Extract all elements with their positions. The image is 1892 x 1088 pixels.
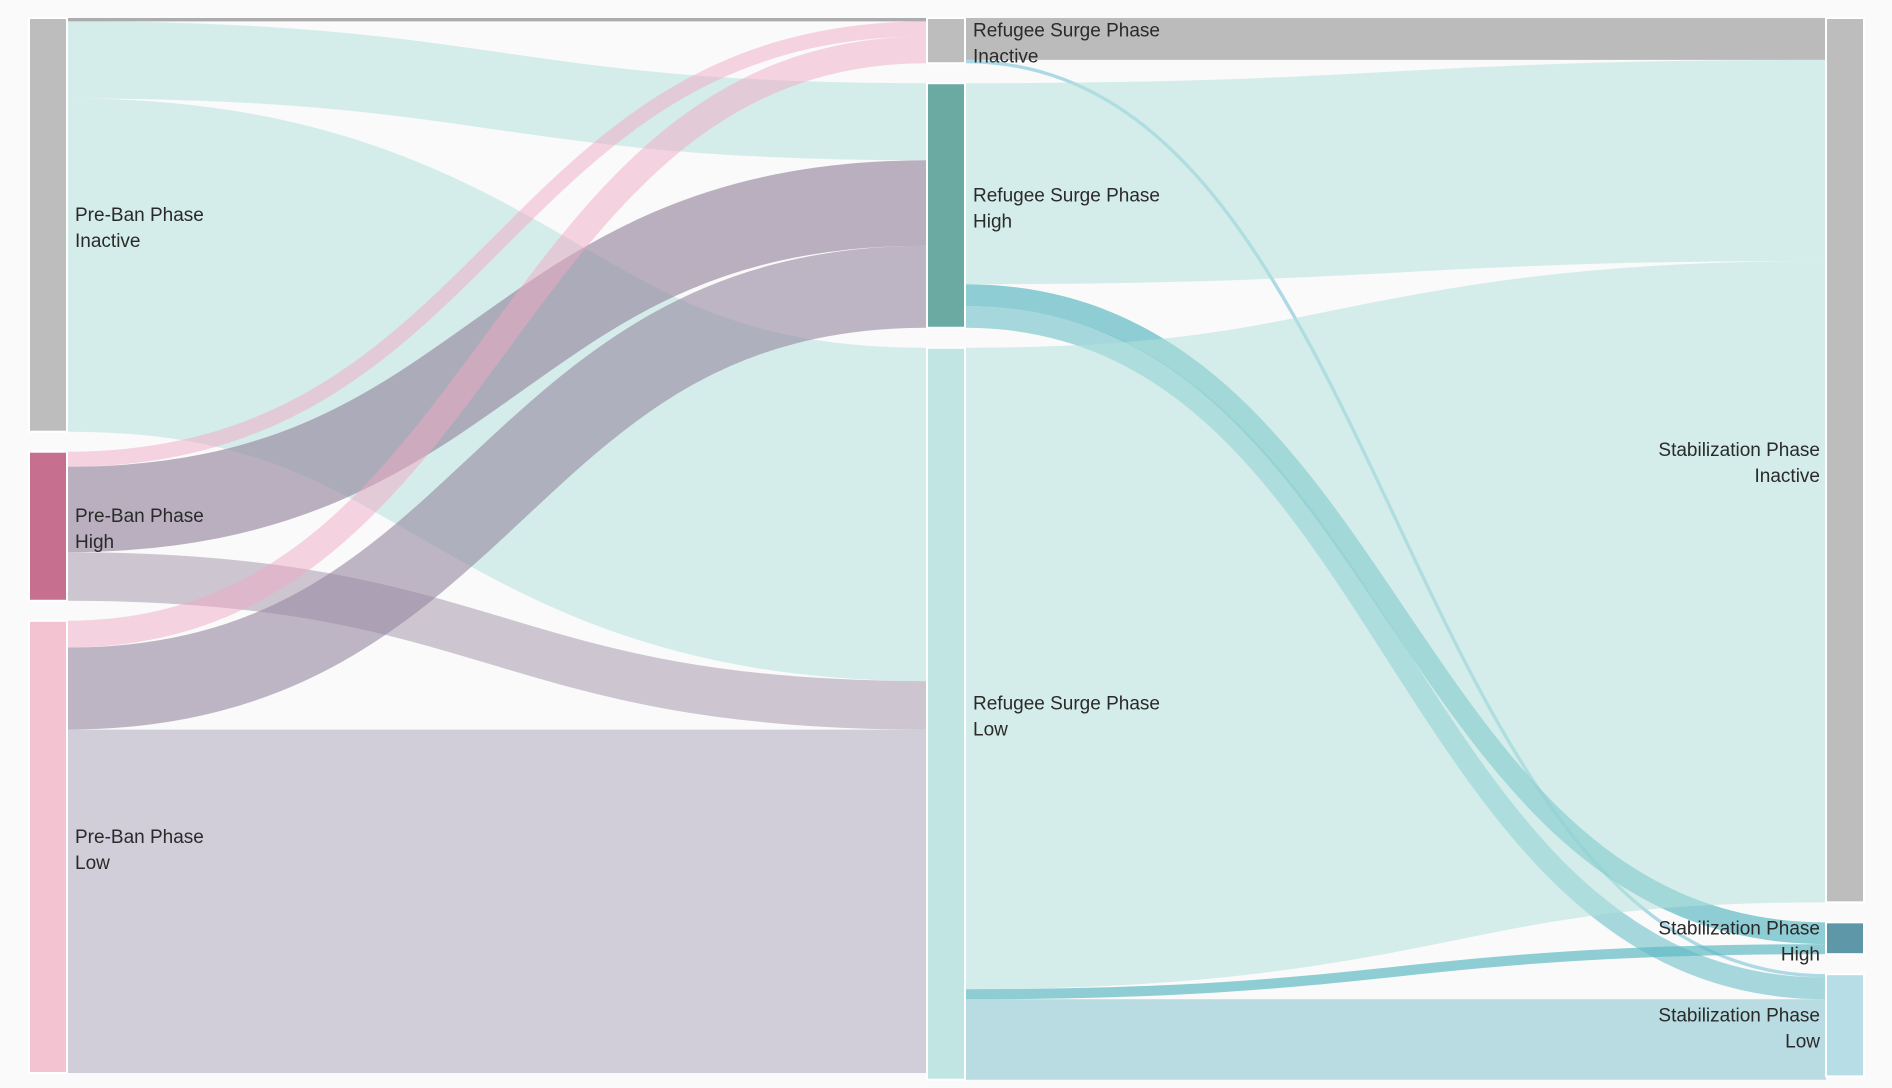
sankey-nodes — [28, 17, 1865, 1081]
link-pre_high-to-rs_low — [66, 552, 928, 730]
link-pre_inactive-to-rs_high — [66, 21, 928, 161]
node-label-line1-pre_low: Pre-Ban Phase — [75, 827, 204, 848]
link-rs_low-to-st_high — [964, 944, 1827, 1000]
link-pre_low-to-rs_inactive — [66, 36, 928, 648]
node-label-line1-st_inactive: Stabilization Phase — [1658, 440, 1820, 461]
node-st_inactive — [1825, 17, 1865, 904]
node-label-line1-pre_inactive: Pre-Ban Phase — [75, 205, 204, 226]
node-label-line2-pre_inactive: Inactive — [75, 231, 140, 252]
link-pre_high-to-rs_inactive — [66, 21, 928, 467]
node-pre_inactive — [28, 17, 68, 433]
node-rs_inactive — [926, 17, 966, 65]
node-label-line1-rs_high: Refugee Surge Phase — [973, 185, 1160, 206]
node-pre_low — [28, 619, 68, 1074]
node-label-line2-pre_low: Low — [75, 853, 110, 874]
node-pre_high — [28, 450, 68, 602]
node-label-line2-pre_high: High — [75, 532, 114, 553]
sankey-links — [65, 17, 1827, 1080]
link-rs_low-to-st_inactive — [964, 260, 1827, 990]
node-label-line2-rs_inactive: Inactive — [973, 47, 1038, 68]
node-rs_low — [926, 346, 966, 1081]
node-label-line1-rs_inactive: Refugee Surge Phase — [973, 21, 1160, 42]
node-label-line1-rs_low: Refugee Surge Phase — [973, 694, 1160, 715]
node-st_low — [1825, 973, 1865, 1078]
node-label-line1-pre_high: Pre-Ban Phase — [75, 506, 204, 527]
node-st_high — [1825, 921, 1865, 956]
node-label-line1-st_low: Stabilization Phase — [1658, 1005, 1820, 1026]
node-label-line2-rs_high: High — [973, 211, 1012, 232]
node-rs_high — [926, 82, 966, 329]
node-label-line1-st_high: Stabilization Phase — [1658, 918, 1820, 939]
node-label-line2-st_high: High — [1781, 944, 1820, 965]
node-label-line2-rs_low: Low — [973, 720, 1008, 741]
node-label-line2-st_inactive: Inactive — [1755, 466, 1820, 487]
link-pre_low-to-rs_high — [66, 245, 928, 730]
link-rs_high-to-st_inactive — [964, 59, 1827, 285]
node-label-line2-st_low: Low — [1785, 1031, 1820, 1052]
